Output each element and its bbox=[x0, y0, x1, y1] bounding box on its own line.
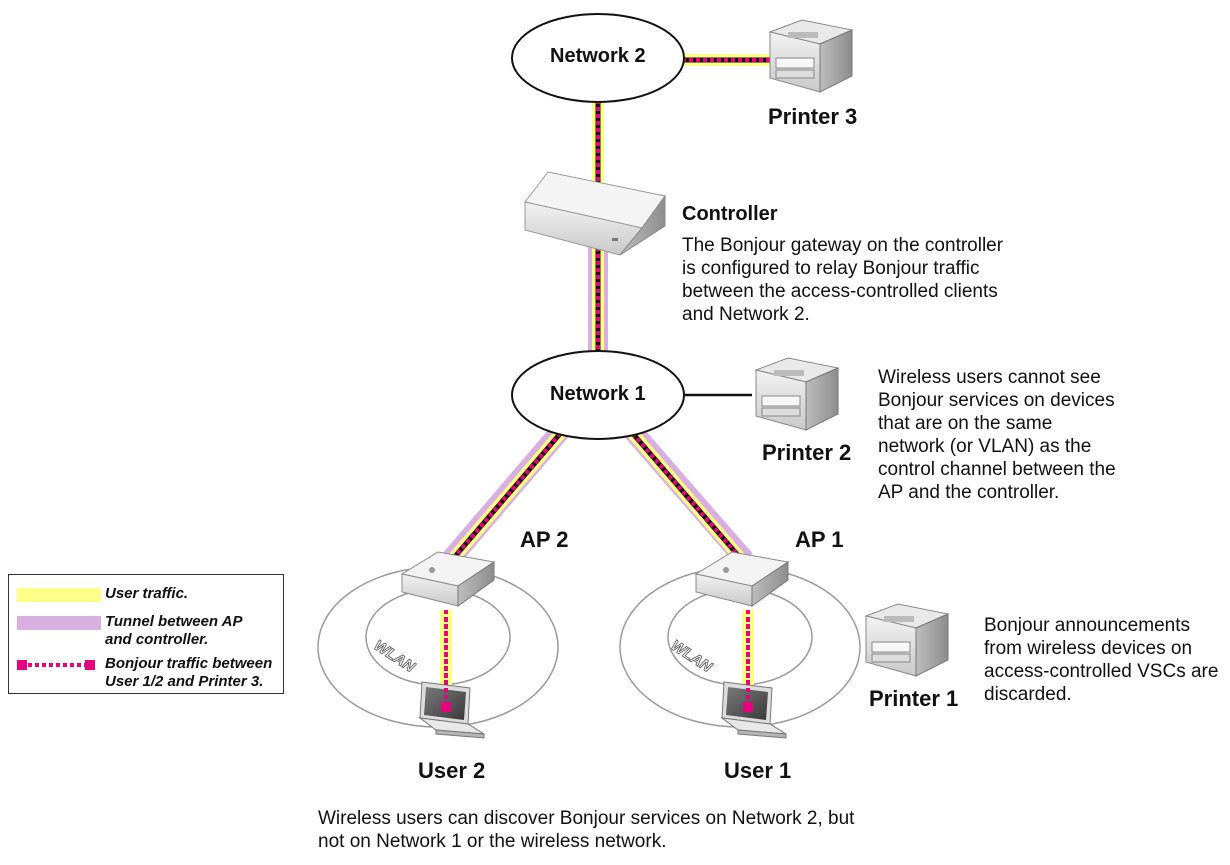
network-2-node bbox=[511, 13, 685, 103]
printer-1-note: Bonjour announcements from wireless devi… bbox=[984, 615, 1219, 705]
controller-label: Controller bbox=[682, 203, 778, 225]
ap-1-icon bbox=[694, 551, 790, 607]
bottom-note: Wireless users can discover Bonjour serv… bbox=[318, 808, 855, 852]
printer-1-label: Printer 1 bbox=[869, 686, 959, 711]
ap-1-label: AP 1 bbox=[795, 527, 844, 552]
controller-note: The Bonjour gateway on the controller is… bbox=[682, 235, 1004, 325]
network-1-label: Network 1 bbox=[550, 383, 646, 405]
user-traffic-swatch bbox=[17, 588, 101, 602]
printer-1-icon bbox=[864, 603, 950, 677]
legend-user-traffic-text: User traffic. bbox=[105, 585, 189, 602]
wlan-coverage-ap2 bbox=[317, 566, 559, 728]
bonjour-swatch bbox=[17, 660, 95, 670]
user-2-label: User 2 bbox=[418, 758, 486, 783]
ap-2-icon bbox=[400, 551, 496, 607]
printer-3-label: Printer 3 bbox=[768, 104, 858, 129]
printer-2-icon bbox=[754, 357, 840, 431]
printer-2-label: Printer 2 bbox=[762, 440, 852, 465]
wlan-coverage-ap1 bbox=[619, 566, 861, 728]
tunnel-swatch bbox=[17, 616, 101, 630]
printer-3-icon bbox=[768, 19, 854, 93]
legend-bonjour-text: Bonjour traffic between User 1/2 and Pri… bbox=[105, 655, 273, 690]
legend: User traffic. Tunnel between AP and cont… bbox=[8, 574, 284, 694]
network-1-node bbox=[511, 350, 685, 440]
legend-tunnel-text: Tunnel between AP and controller. bbox=[105, 613, 243, 648]
network-2-label: Network 2 bbox=[550, 45, 646, 67]
ap-2-label: AP 2 bbox=[520, 527, 569, 552]
controller-icon bbox=[524, 171, 666, 256]
printer-2-note: Wireless users cannot see Bonjour servic… bbox=[878, 367, 1116, 503]
user-1-label: User 1 bbox=[724, 758, 792, 783]
